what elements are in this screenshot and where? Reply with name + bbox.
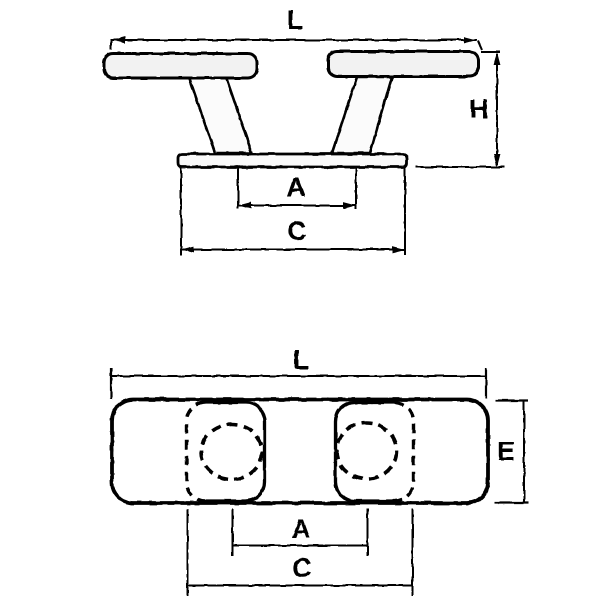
svg-text:C: C: [287, 216, 307, 246]
svg-text:H: H: [469, 94, 489, 124]
svg-text:A: A: [291, 514, 311, 544]
svg-text:L: L: [287, 5, 304, 35]
svg-text:L: L: [293, 345, 310, 375]
svg-text:C: C: [292, 553, 312, 583]
svg-text:A: A: [286, 172, 306, 202]
svg-text:E: E: [497, 436, 515, 466]
